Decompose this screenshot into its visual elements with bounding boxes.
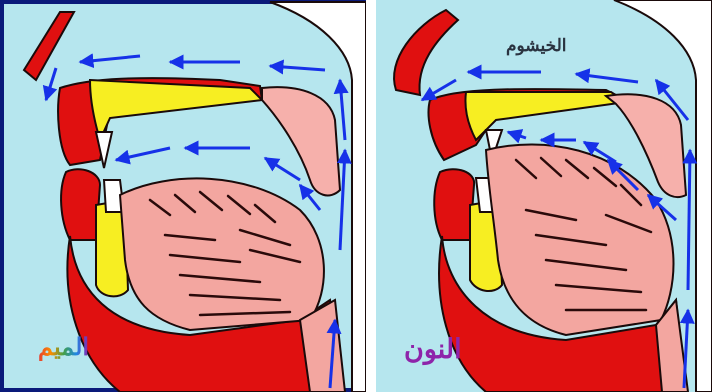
caption-meem: الميم [38, 332, 89, 361]
diagram-panel-meem: الميم [0, 0, 366, 392]
caption-meem-text: الميم [38, 332, 89, 361]
lower-lip [434, 169, 474, 240]
caption-noon: النون [404, 334, 462, 365]
lower-lip [61, 169, 100, 240]
nasal-cavity-label: الخيشوم [506, 36, 566, 56]
diagram-panel-noon: الخيشوم النون [376, 0, 712, 392]
